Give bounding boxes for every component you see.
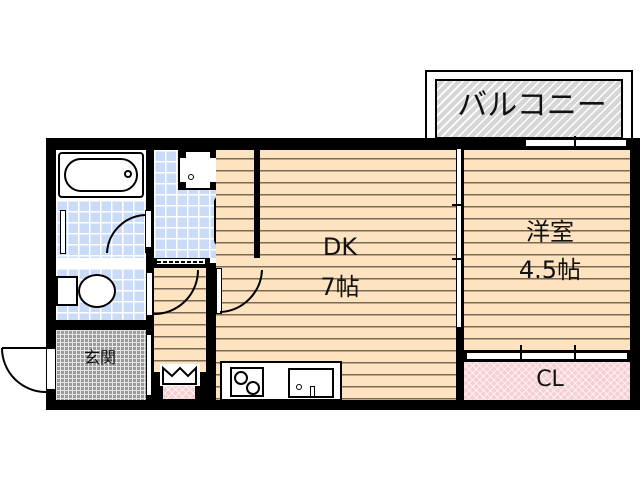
balcony: バルコニー	[425, 70, 633, 142]
western-room-label: 洋室 4.5帖	[500, 218, 600, 284]
toilet-door-icon	[153, 269, 199, 315]
shoe-rack-icon	[160, 364, 200, 386]
dk-room-size: 7帖	[320, 273, 360, 301]
western-room	[464, 150, 630, 350]
entrance-label: 玄関	[83, 348, 116, 367]
stove-icon	[230, 367, 264, 397]
dk-label: DK 7帖	[300, 233, 380, 301]
balcony-label: バルコニー	[457, 88, 607, 123]
closet-label: CL	[536, 367, 564, 392]
toilet-icon	[56, 276, 78, 306]
kitchen-counter	[220, 361, 342, 401]
sink-icon	[288, 368, 334, 398]
closet	[464, 362, 630, 400]
toilet-room	[56, 268, 146, 320]
outer-wall-top	[46, 138, 640, 150]
toilet-bowl-icon	[78, 274, 116, 308]
western-room-size: 4.5帖	[518, 256, 582, 284]
outer-wall-bottom	[46, 400, 640, 410]
bathtub-icon	[58, 152, 144, 198]
bathroom	[56, 150, 146, 258]
washing-machine-icon	[178, 150, 218, 190]
western-room-name: 洋室	[526, 218, 574, 246]
entrance	[56, 330, 146, 400]
dk-room-name: DK	[322, 233, 358, 261]
outer-wall-left	[46, 138, 56, 410]
bath-door-icon	[106, 214, 147, 254]
closet-door[interactable]	[466, 352, 628, 360]
dk-door-icon	[219, 269, 263, 313]
outer-wall-right	[630, 138, 640, 410]
sliding-door[interactable]	[456, 148, 462, 328]
balcony-window[interactable]	[525, 139, 627, 147]
shoe-box	[162, 384, 196, 400]
entrance-door-icon	[1, 347, 47, 393]
